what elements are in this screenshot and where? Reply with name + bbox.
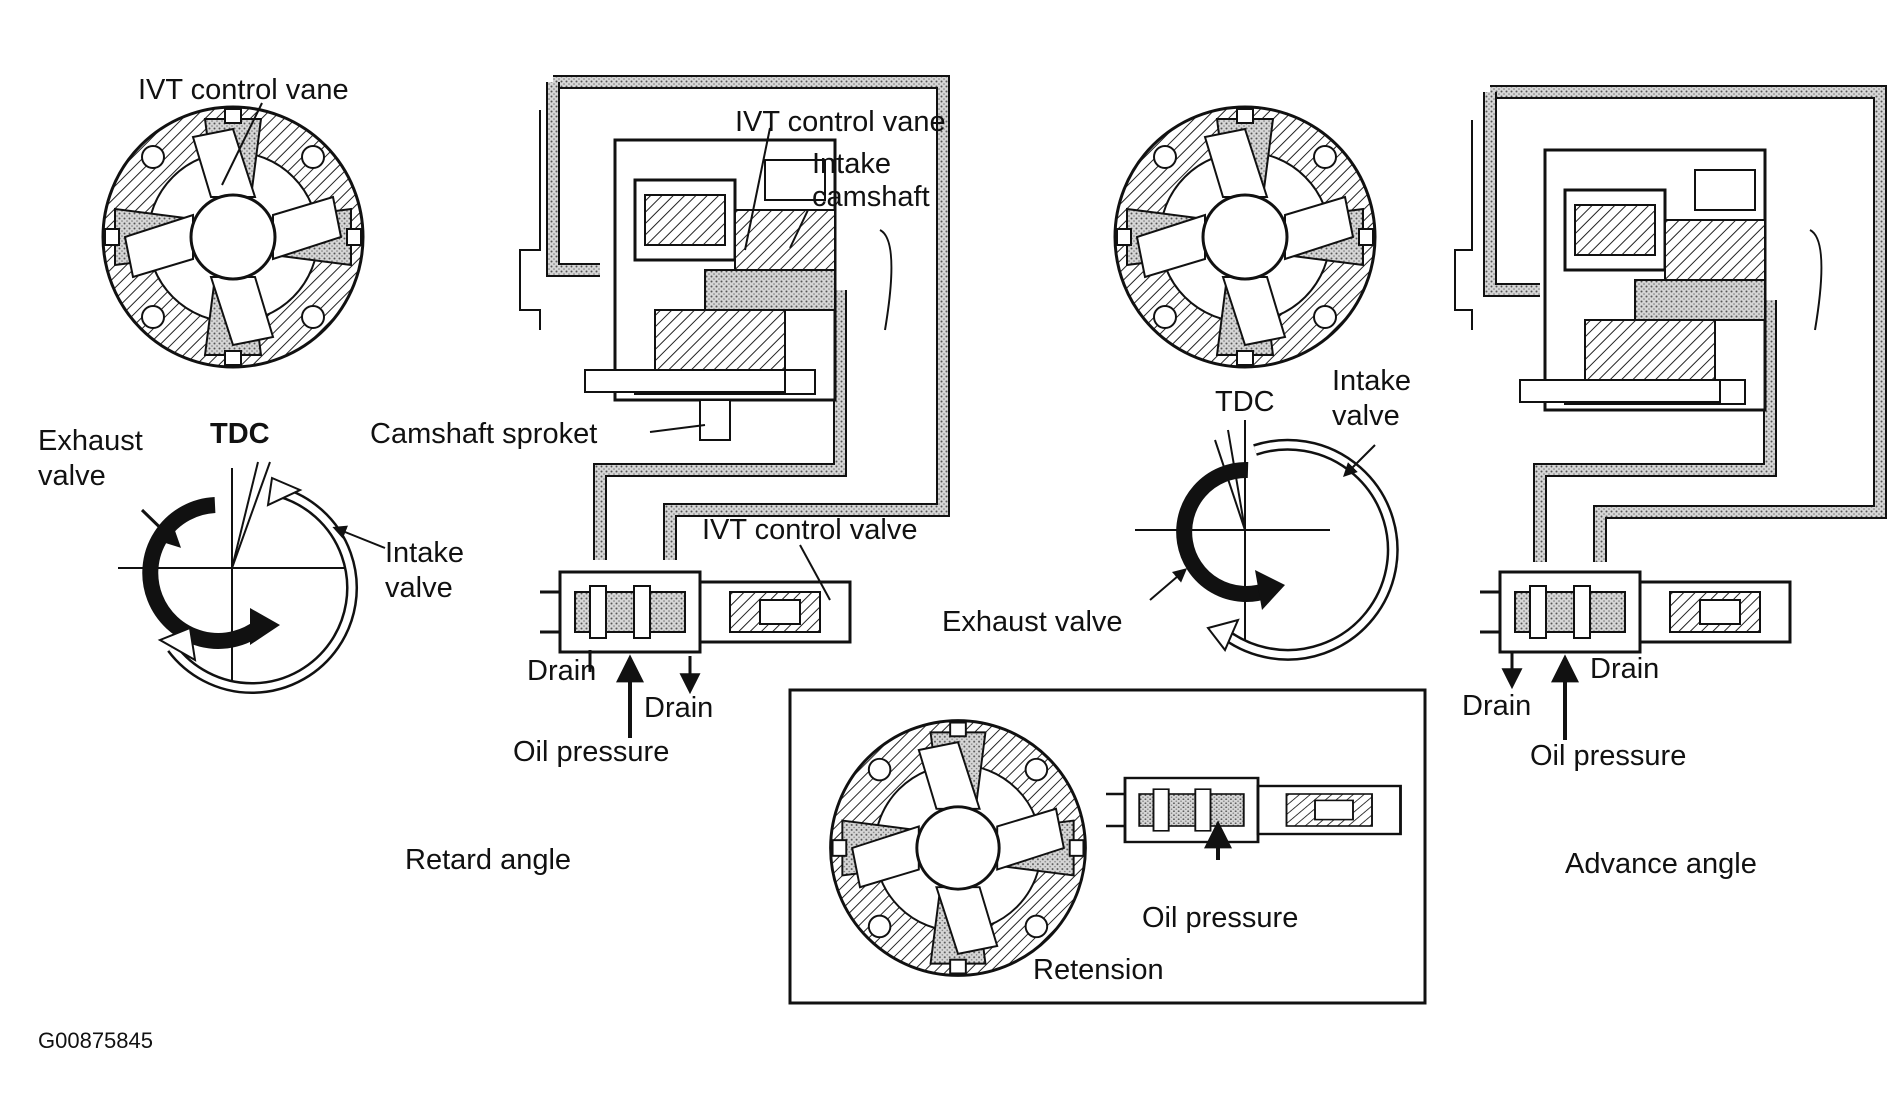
label-drain-right-2: Drain xyxy=(1590,653,1660,685)
retard-timing-dial xyxy=(118,461,386,694)
retard-section-view xyxy=(519,75,950,560)
label-exhaust-valve-right: Exhaust valve xyxy=(942,606,1123,638)
label-drain-right-1: Drain xyxy=(1462,690,1532,722)
retard-spool-valve xyxy=(538,570,852,654)
label-retension: Retension xyxy=(1033,954,1164,986)
label-ivt-control-valve: IVT control valve xyxy=(702,514,918,546)
label-drain-left-2: Drain xyxy=(644,692,714,724)
leader-sprocket xyxy=(649,424,706,433)
retard-rotor xyxy=(101,105,365,369)
label-intake-camshaft: Intake camshaft xyxy=(812,148,930,214)
label-oil-pressure-center: Oil pressure xyxy=(1142,902,1299,934)
advance-timing-dial xyxy=(1135,420,1399,661)
label-intake-valve-left: Intake valve xyxy=(385,537,464,604)
figure-id: G00875845 xyxy=(38,1028,153,1053)
leader-camshaft xyxy=(789,209,809,249)
label-ivt-vane-left: IVT control vane xyxy=(138,74,349,106)
advance-spool-valve xyxy=(1478,570,1792,654)
retension-panel xyxy=(788,688,1427,1005)
label-camshaft-sprocket: Camshaft sproket xyxy=(370,418,598,450)
leader-vane-left xyxy=(221,102,263,186)
label-exhaust-valve-left: Exhaust valve xyxy=(38,425,143,492)
label-advance-angle: Advance angle xyxy=(1565,848,1757,880)
advance-section-view xyxy=(1454,85,1887,562)
label-drain-left-1: Drain xyxy=(527,655,597,687)
leader-control-valve xyxy=(799,544,831,601)
label-retard-angle: Retard angle xyxy=(405,844,572,876)
label-oil-pressure-left: Oil pressure xyxy=(513,736,670,768)
label-tdc-right: TDC xyxy=(1215,386,1275,418)
advance-rotor xyxy=(1113,105,1377,369)
label-oil-pressure-right: Oil pressure xyxy=(1530,740,1687,772)
leader-vane-center xyxy=(744,127,771,251)
label-intake-valve-right: Intake valve xyxy=(1332,365,1411,432)
label-ivt-vane-center: IVT control vane xyxy=(735,106,946,138)
label-tdc-left: TDC xyxy=(210,418,270,450)
